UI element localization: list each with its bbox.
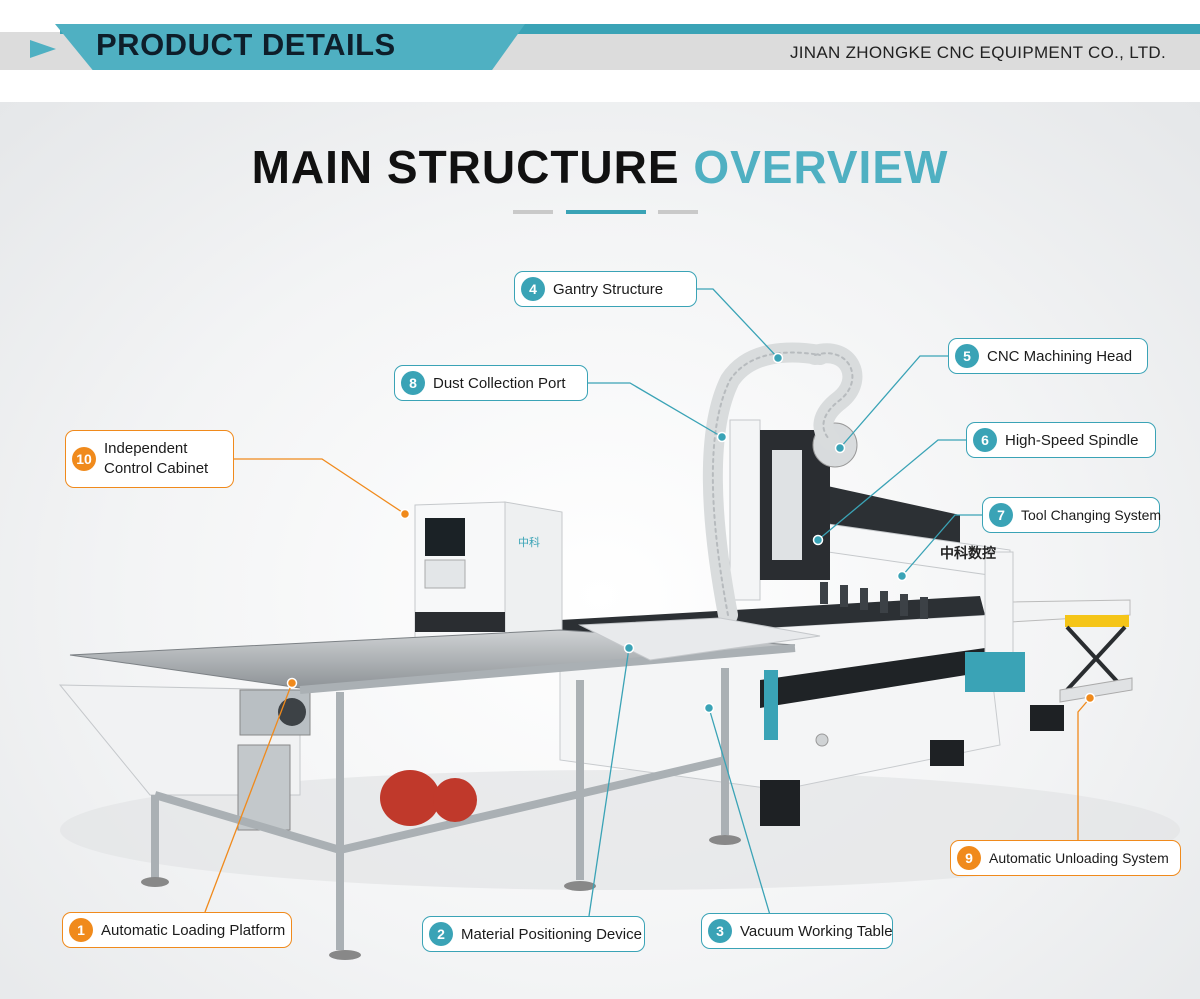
callout-number: 7 (989, 503, 1013, 527)
company-name: JINAN ZHONGKE CNC EQUIPMENT CO., LTD. (789, 43, 1166, 62)
callout-number: 4 (521, 277, 545, 301)
callout-number: 9 (957, 846, 981, 870)
main-title-part1: MAIN STRUCTURE (251, 141, 680, 193)
control-cabinet: 中科 (414, 501, 563, 641)
header-teal-line (60, 24, 1200, 34)
callout-label: Vacuum Working Table (740, 922, 893, 940)
main-title-part2: OVERVIEW (693, 141, 949, 193)
callout-label: Gantry Structure (553, 280, 664, 298)
callout-number: 6 (973, 428, 997, 452)
title-divider-center (566, 210, 646, 214)
title-divider-right (658, 210, 698, 214)
callout-independent-control-cabinet: 10 Independent Control Cabinet (65, 430, 234, 488)
callout-automatic-unloading-system: 9 Automatic Unloading System (950, 840, 1181, 876)
cabinet-logo: 中科 (518, 535, 540, 549)
callout-number: 10 (72, 447, 96, 471)
gantry-logo: 中科数控 (940, 545, 996, 562)
callout-automatic-loading-platform: 1 Automatic Loading Platform (62, 912, 292, 948)
callout-number: 1 (69, 918, 93, 942)
callout-high-speed-spindle: 6 High-Speed Spindle (966, 422, 1156, 458)
callout-number: 5 (955, 344, 979, 368)
callout-label: Automatic Loading Platform (101, 921, 286, 939)
callout-label: CNC Machining Head (987, 347, 1133, 365)
callout-label: Dust Collection Port (433, 374, 566, 392)
callout-cnc-machining-head: 5 CNC Machining Head (948, 338, 1148, 374)
callout-number: 3 (708, 919, 732, 943)
callout-label: Tool Changing System (1021, 507, 1162, 523)
callout-tool-changing-system: 7 Tool Changing System (982, 497, 1162, 533)
title-divider-left (513, 210, 553, 214)
callout-material-positioning-device: 2 Material Positioning Device (422, 916, 645, 952)
callout-label: Independent Control Cabinet (104, 440, 209, 477)
callout-vacuum-working-table: 3 Vacuum Working Table (701, 913, 893, 949)
callout-label: Material Positioning Device (461, 925, 642, 943)
main-title: MAIN STRUCTURE OVERVIEW (0, 140, 1200, 194)
callout-number: 8 (401, 371, 425, 395)
header-title: PRODUCT DETAILS (96, 27, 396, 62)
callout-number: 2 (429, 922, 453, 946)
callout-label: High-Speed Spindle (1005, 431, 1139, 449)
callout-dust-collection-port: 8 Dust Collection Port (394, 365, 588, 401)
header-title-band (55, 24, 525, 70)
callout-gantry-structure: 4 Gantry Structure (514, 271, 697, 307)
header-banner: PRODUCT DETAILS JINAN ZHONGKE CNC EQUIPM… (0, 0, 1200, 100)
arrow-icon (30, 40, 56, 58)
callout-label: Automatic Unloading System (989, 850, 1169, 866)
unloading-table (1009, 599, 1133, 703)
